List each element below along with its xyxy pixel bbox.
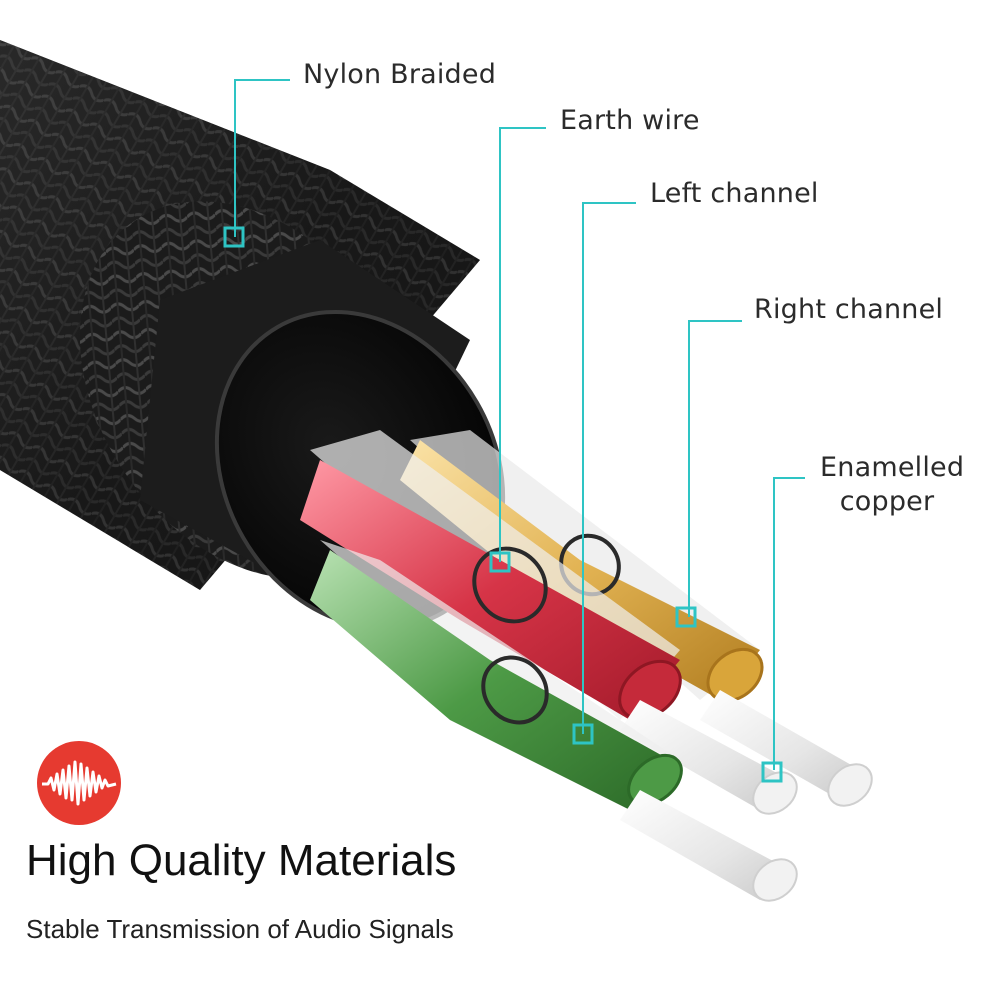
- callout-right-channel: [675, 320, 742, 628]
- label-enamelled-line2: copper: [839, 486, 935, 517]
- callout-earth-wire: [489, 127, 546, 573]
- enamelled-copper-marker: [761, 761, 783, 783]
- label-left-channel: Left channel: [650, 178, 819, 209]
- label-nylon-braided: Nylon Braided: [303, 59, 497, 90]
- label-right-channel: Right channel: [754, 294, 944, 325]
- label-earth-wire: Earth wire: [560, 105, 700, 136]
- left-channel-wire: [310, 540, 798, 902]
- callout-nylon-braided: [223, 79, 290, 248]
- callout-left-channel: [572, 202, 636, 745]
- label-enamelled-line1: Enamelled: [820, 452, 965, 483]
- earth-wire: [300, 430, 798, 815]
- nylon-braided-marker: [223, 226, 245, 248]
- sound-wave-icon: [37, 741, 121, 825]
- right-channel-marker: [675, 606, 697, 628]
- left-channel-marker: [572, 723, 594, 745]
- headline: High Quality Materials: [26, 836, 457, 885]
- callout-enamelled-copper: [761, 477, 805, 783]
- label-enamelled-copper: Enamelled copper: [820, 451, 965, 519]
- subheadline: Stable Transmission of Audio Signals: [26, 914, 454, 944]
- right-channel-wire: [400, 430, 873, 807]
- earth-wire-marker: [489, 551, 511, 573]
